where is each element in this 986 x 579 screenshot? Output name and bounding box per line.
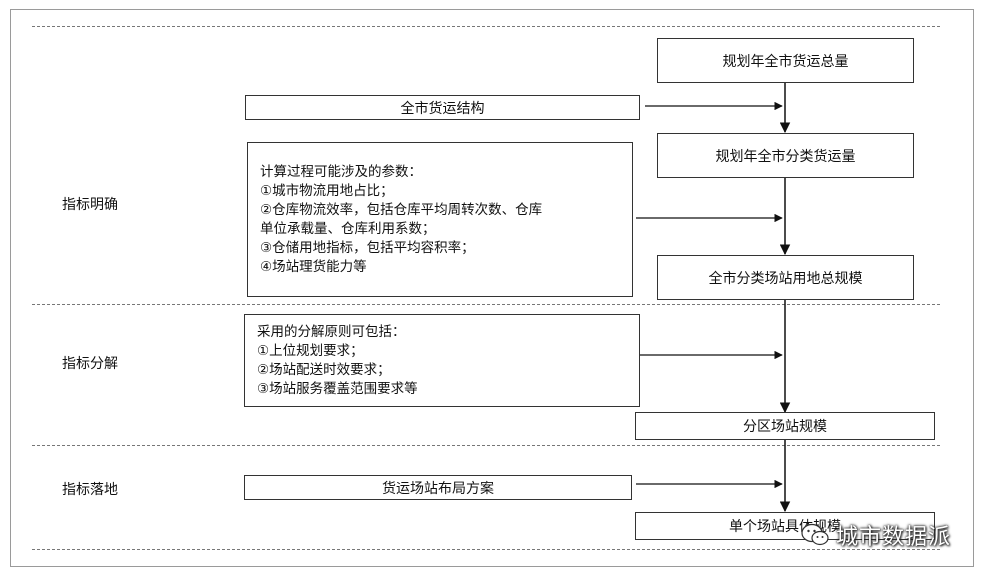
stage-label-clear: 指标明确 [62,197,118,213]
parameter-item: ③仓储用地指标，包括平均容积率； [260,240,475,256]
box-freight-structure-label: 全市货运结构 [400,100,485,117]
parameter-item: ②仓库物流效率，包括仓库平均周转次数、仓库 [260,202,543,218]
box-category-land: 全市分类场站用地总规模 [657,255,914,300]
box-parameters: 计算过程可能涉及的参数： ①城市物流用地占比； ②仓库物流效率，包括仓库平均周转… [247,142,633,297]
diagram-frame [10,9,974,567]
watermark-text: 城市数据派 [836,525,952,550]
box-layout-plan: 货运场站布局方案 [244,475,632,500]
separator-decompose-implement [32,445,940,446]
separator-top [32,26,940,27]
parameters-title: 计算过程可能涉及的参数： [260,164,422,180]
separator-bottom [32,549,940,550]
box-total-volume: 规划年全市货运总量 [657,38,914,83]
box-category-land-label: 全市分类场站用地总规模 [708,270,863,287]
box-district-scale-label: 分区场站规模 [743,419,827,435]
separator-clear-decompose [32,304,940,305]
parameter-item: ①城市物流用地占比； [260,183,394,199]
box-layout-plan-label: 货运场站布局方案 [382,480,494,497]
box-freight-structure: 全市货运结构 [245,95,640,120]
principles-title: 采用的分解原则可包括： [257,324,406,340]
stage-label-decompose: 指标分解 [62,356,118,372]
principle-item: ③场站服务覆盖范围要求等 [257,381,418,397]
stage-label-implement: 指标落地 [62,482,118,498]
box-category-volume: 规划年全市分类货运量 [657,133,914,178]
wechat-icon [801,523,829,546]
box-category-volume-label: 规划年全市分类货运量 [715,148,856,165]
parameter-item: ④场站理货能力等 [260,259,367,275]
watermark: 城市数据派 [800,520,951,550]
box-total-volume-label: 规划年全市货运总量 [722,53,849,70]
box-principles: 采用的分解原则可包括： ①上位规划要求； ②场站配送时效要求； ③场站服务覆盖范… [244,314,640,407]
principle-item: ②场站配送时效要求； [257,362,391,378]
principle-item: ①上位规划要求； [257,343,364,359]
box-district-scale: 分区场站规模 [635,412,935,440]
parameter-item: 单位承载量、仓库利用系数； [260,221,436,237]
